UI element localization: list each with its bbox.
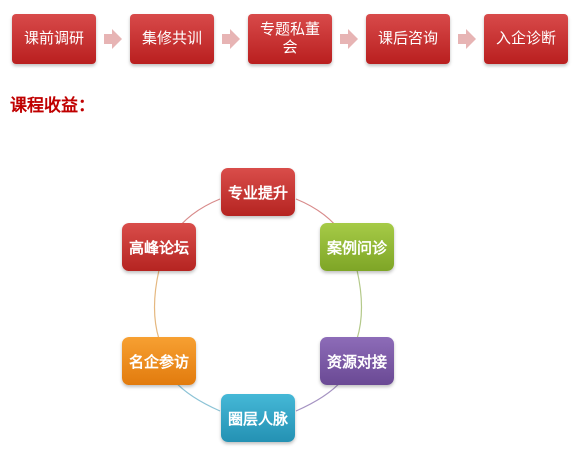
arrow-right-icon <box>104 29 122 49</box>
step-joint-training: 集修共训 <box>130 14 214 64</box>
step-course-research: 课前调研 <box>12 14 96 64</box>
connector-case-to-resource <box>356 269 363 340</box>
node-summit-forum: 高峰论坛 <box>122 223 196 271</box>
connector-visit-to-forum <box>153 269 160 340</box>
node-case-consultation: 案例问诊 <box>320 223 394 271</box>
step-enterprise-diagnosis: 入企诊断 <box>484 14 568 64</box>
arrow-right-icon <box>458 29 476 49</box>
node-professional-growth: 专业提升 <box>221 168 295 216</box>
arrow-right-icon <box>340 29 358 49</box>
node-circle-network: 圈层人脉 <box>221 394 295 442</box>
step-post-consulting: 课后咨询 <box>366 14 450 64</box>
arrow-right-icon <box>222 29 240 49</box>
step-private-board: 专题私董 会 <box>248 14 332 64</box>
node-resource-matching: 资源对接 <box>320 337 394 385</box>
section-heading: 课程收益： <box>10 96 95 115</box>
node-enterprise-visit: 名企参访 <box>122 337 196 385</box>
